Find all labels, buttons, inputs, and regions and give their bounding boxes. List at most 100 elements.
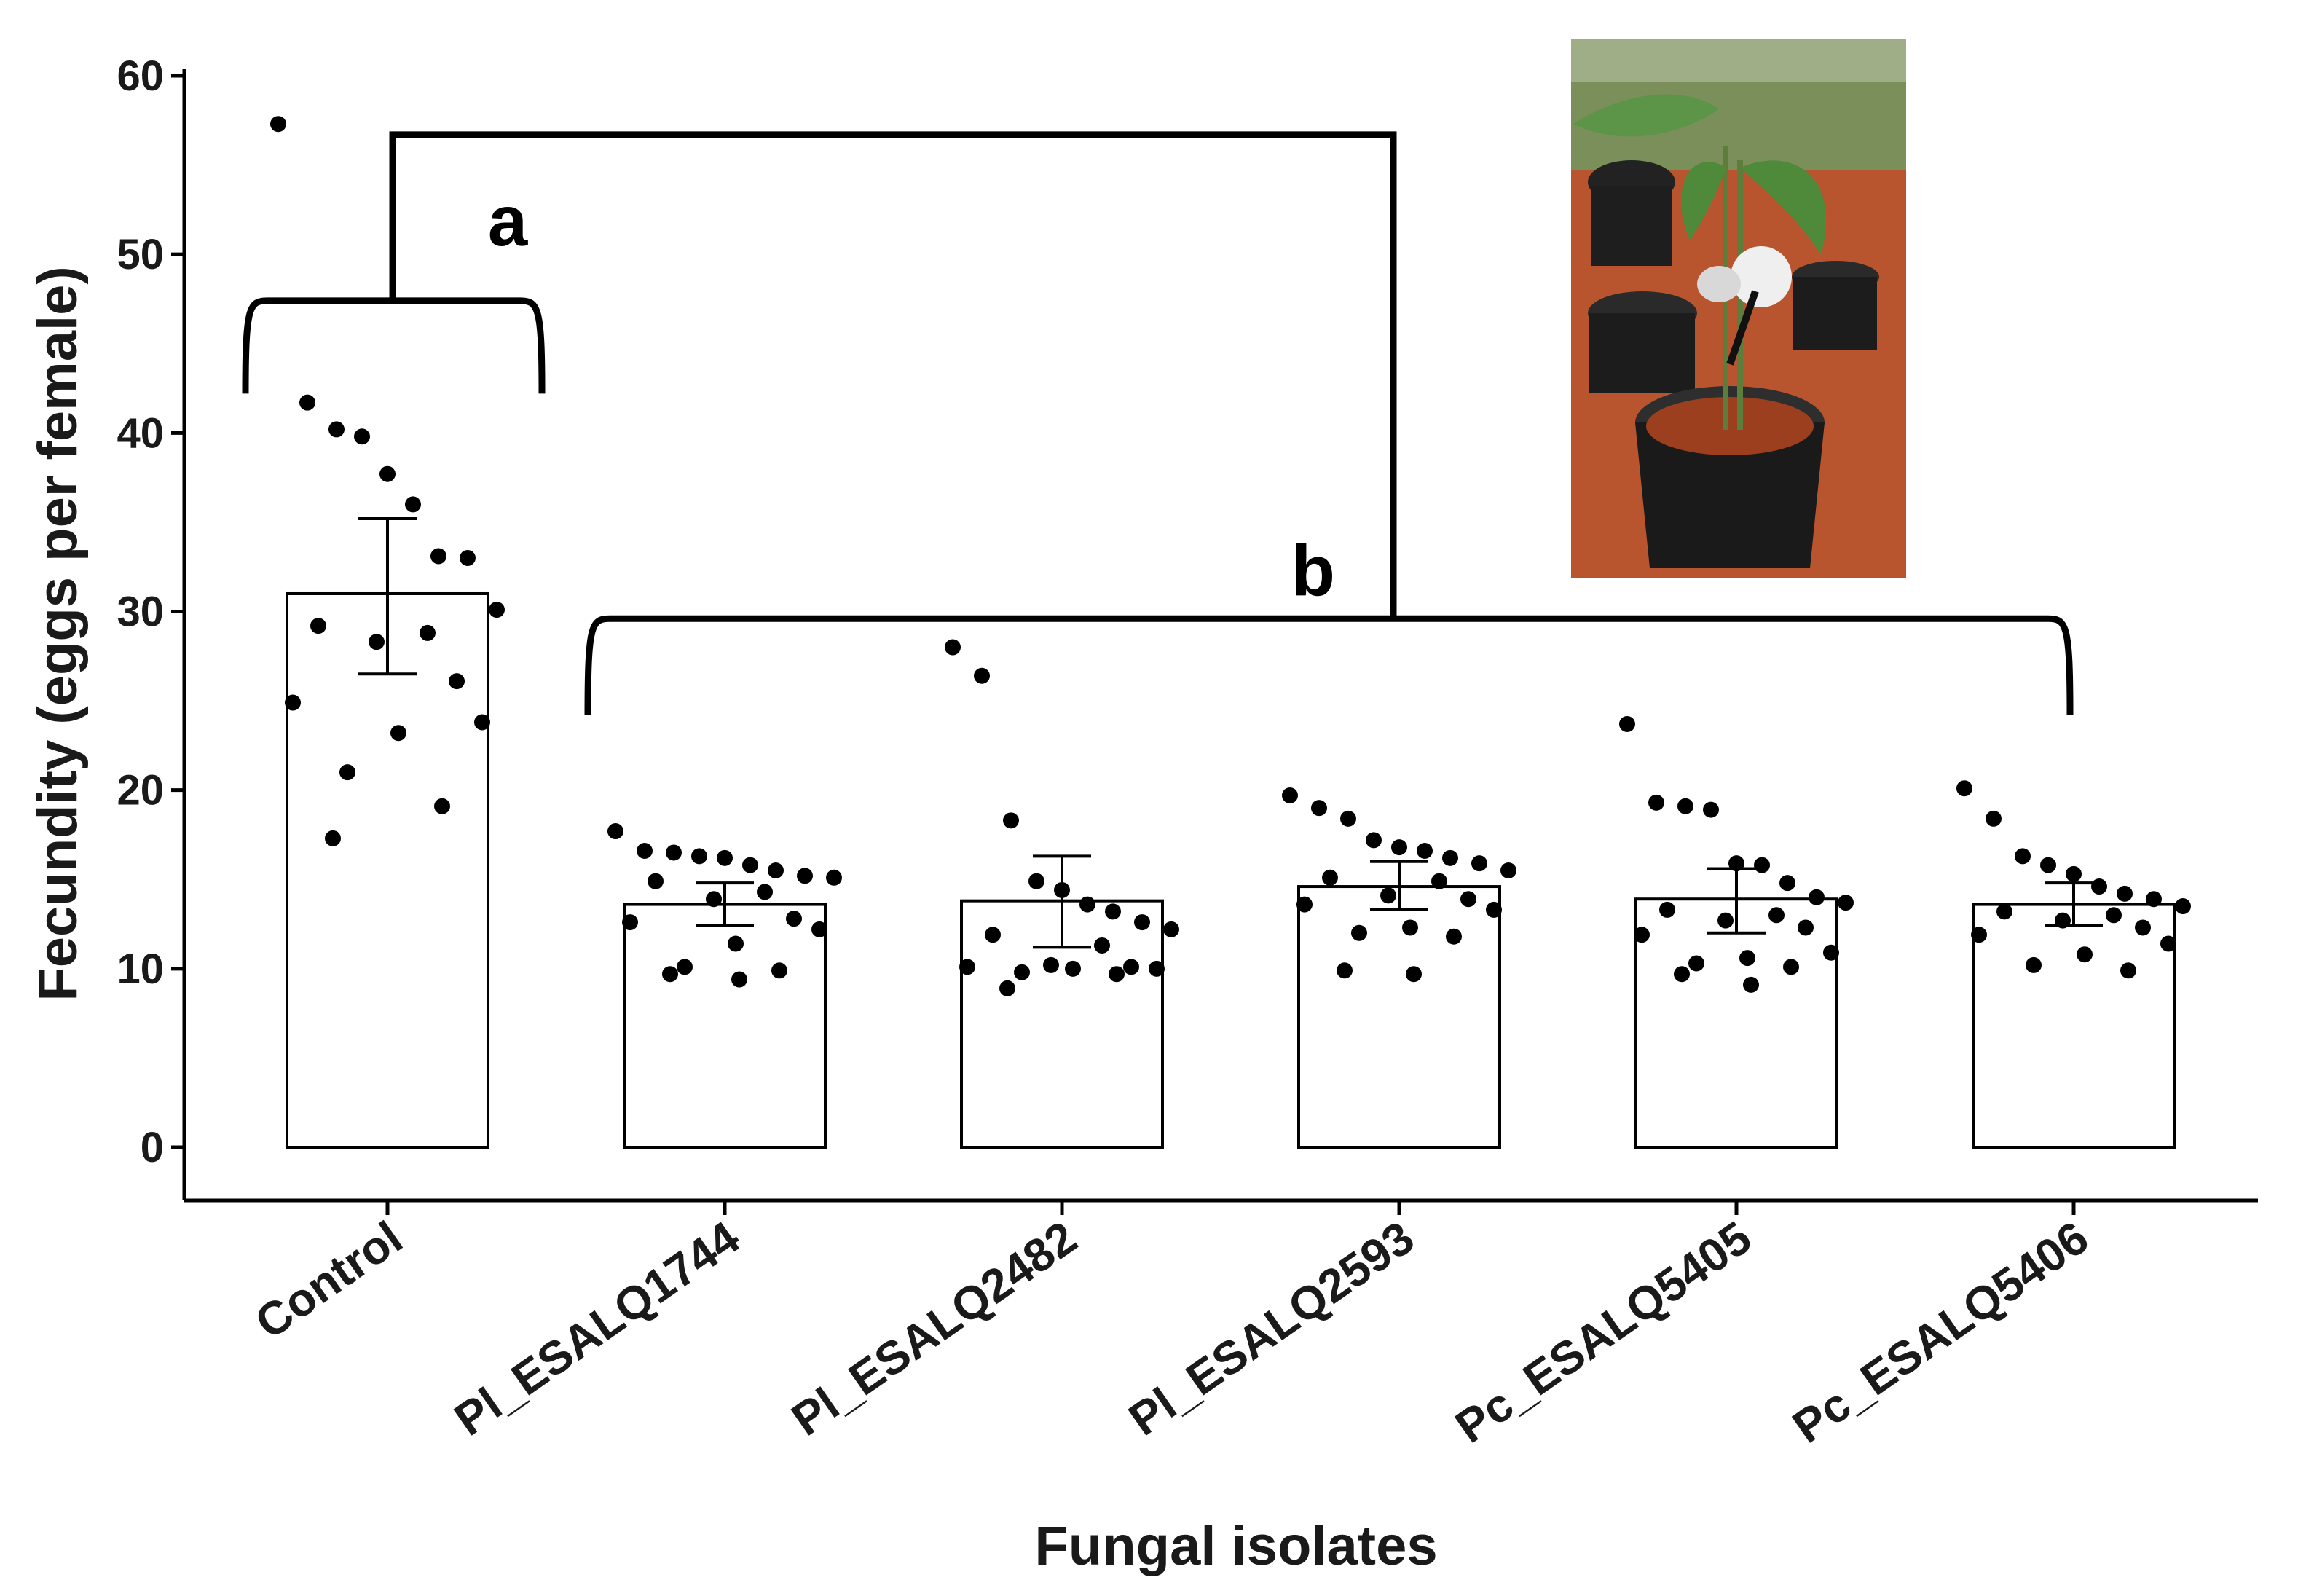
data-point (2146, 891, 2162, 908)
x-axis-title: Fungal isolates (1034, 1515, 1437, 1577)
data-point (1688, 955, 1704, 972)
error-bar (358, 517, 417, 676)
data-point (677, 959, 693, 975)
data-point (1446, 928, 1462, 945)
data-point (717, 849, 733, 866)
data-point (1471, 855, 1487, 872)
group-a-bracket (242, 297, 546, 394)
error-bar (1370, 860, 1428, 911)
data-point (354, 428, 370, 445)
data-point (945, 639, 961, 656)
data-point (826, 869, 842, 886)
data-point (1674, 966, 1690, 983)
data-point (728, 935, 744, 952)
data-point (449, 673, 465, 690)
data-point (1619, 715, 1635, 732)
data-point (1028, 873, 1044, 889)
data-point (2135, 919, 2151, 936)
data-point (1163, 921, 1179, 937)
group-b-bracket (584, 615, 2074, 715)
data-point (757, 884, 773, 900)
data-point (1956, 780, 1972, 797)
data-point (1003, 812, 1019, 829)
data-point (285, 694, 301, 711)
data-point (328, 421, 345, 438)
data-point (786, 911, 802, 927)
data-point (1500, 862, 1516, 878)
data-point (985, 927, 1001, 943)
data-point (434, 798, 450, 814)
data-point (1311, 800, 1327, 817)
plant-pot-photo (1571, 39, 1906, 578)
data-point (1337, 962, 1353, 979)
group-a-label: a (488, 181, 529, 261)
data-point (959, 959, 975, 975)
data-point (1402, 919, 1418, 936)
data-point (379, 465, 396, 482)
data-point (1728, 855, 1744, 872)
data-point (2055, 912, 2071, 929)
data-point (999, 980, 1015, 996)
y-axis-title: Fecundity (eggs per female) (27, 266, 89, 1001)
data-point (1634, 927, 1650, 943)
data-point (974, 667, 990, 684)
data-point (310, 618, 326, 634)
data-point (1417, 843, 1433, 860)
data-point (1366, 832, 1382, 849)
x-tick-label: Pl_ESALQ1744 (445, 1211, 749, 1445)
x-tick-label: Pl_ESALQ2593 (1120, 1211, 1423, 1445)
data-point (1282, 787, 1298, 804)
data-point (1014, 964, 1030, 980)
data-point (1739, 950, 1755, 967)
data-point (2066, 865, 2082, 882)
y-tick-label: 0 (141, 1124, 164, 1171)
data-point (369, 634, 385, 650)
data-point (474, 714, 490, 731)
data-point (430, 548, 446, 565)
data-point (390, 725, 406, 742)
y-tick-label: 60 (117, 52, 164, 100)
data-point (607, 823, 623, 840)
data-point (2160, 935, 2176, 952)
data-point (1677, 798, 1693, 814)
data-point (731, 971, 747, 988)
group-b-label: b (1291, 530, 1335, 610)
data-point (1809, 889, 1825, 905)
data-point (1779, 875, 1795, 892)
data-point (339, 764, 355, 781)
data-point (1065, 960, 1081, 977)
y-tick-label: 50 (117, 231, 164, 278)
data-point (1149, 960, 1165, 977)
data-point (299, 394, 315, 411)
data-point (1717, 912, 1734, 929)
data-point (811, 921, 827, 937)
data-point (325, 830, 341, 846)
data-point (1838, 895, 1854, 911)
data-point (1460, 891, 1476, 908)
data-point (2175, 898, 2191, 915)
data-point (1823, 944, 1839, 961)
data-point (460, 549, 476, 566)
data-point (1743, 976, 1759, 993)
data-point (1340, 810, 1356, 827)
y-tick-label: 10 (117, 946, 164, 993)
data-point (1659, 901, 1675, 918)
data-point (1054, 881, 1070, 898)
data-point (1442, 849, 1458, 866)
bar (1634, 897, 1838, 1149)
data-point (2120, 962, 2136, 979)
data-point (2091, 878, 2107, 895)
y-tick-label: 30 (117, 589, 164, 636)
data-point (1134, 914, 1150, 931)
data-point (420, 624, 436, 641)
x-tick-label: Control (245, 1211, 412, 1348)
data-point (2026, 956, 2042, 973)
data-point (622, 914, 638, 931)
data-point (1351, 924, 1367, 941)
error-bar (1033, 854, 1091, 949)
data-point (1123, 959, 1139, 975)
data-point (1986, 810, 2002, 827)
data-point (1703, 801, 1719, 818)
data-point (666, 844, 682, 861)
